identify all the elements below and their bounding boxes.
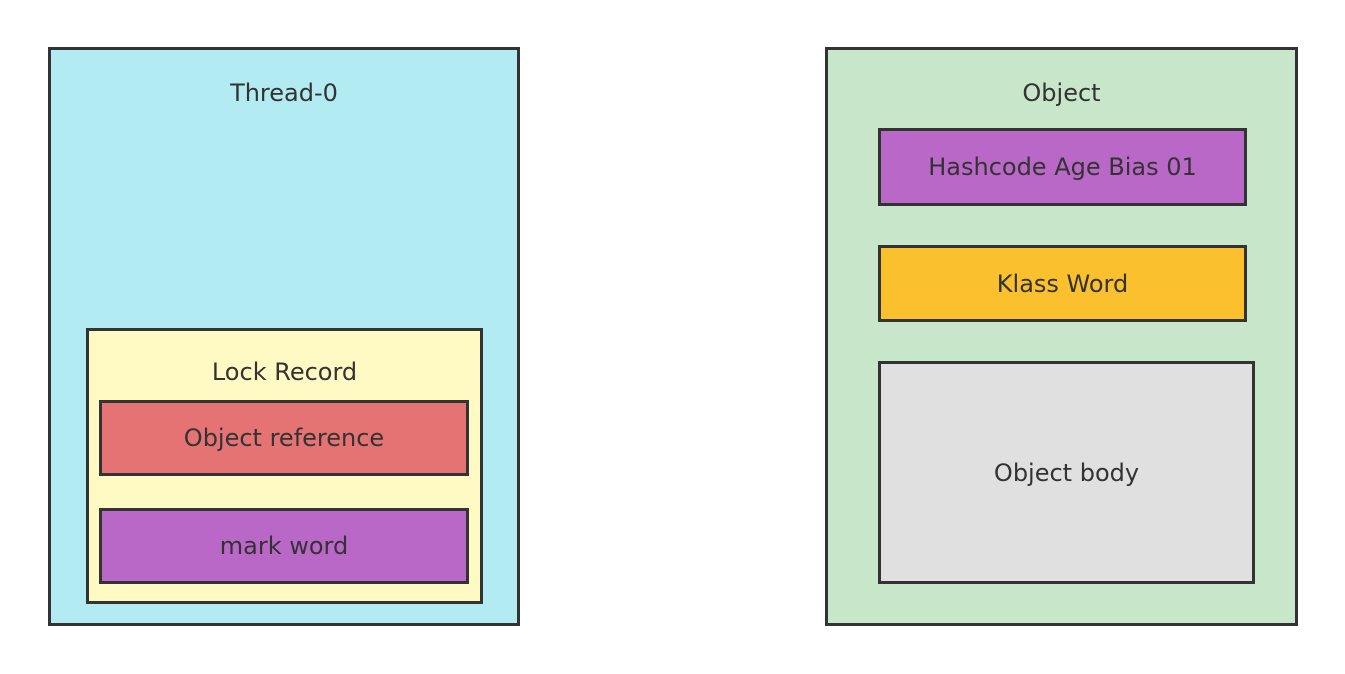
mark-word-label: mark word	[219, 532, 349, 560]
object-body-cell: Object body	[878, 361, 1255, 584]
thread-0-title: Thread-0	[230, 79, 338, 107]
lock-record-title: Lock Record	[211, 358, 358, 386]
object-header-label: Hashcode Age Bias 01	[928, 153, 1197, 181]
object-title: Object	[1022, 79, 1101, 107]
object-reference-cell: Object reference	[99, 400, 469, 476]
object-body-label: Object body	[993, 458, 1140, 487]
object-reference-label: Object reference	[183, 424, 385, 452]
klass-word-label: Klass Word	[996, 269, 1129, 298]
mark-word-cell: mark word	[99, 508, 469, 584]
klass-word-cell: Klass Word	[878, 245, 1247, 322]
object-header-cell: Hashcode Age Bias 01	[878, 128, 1247, 206]
